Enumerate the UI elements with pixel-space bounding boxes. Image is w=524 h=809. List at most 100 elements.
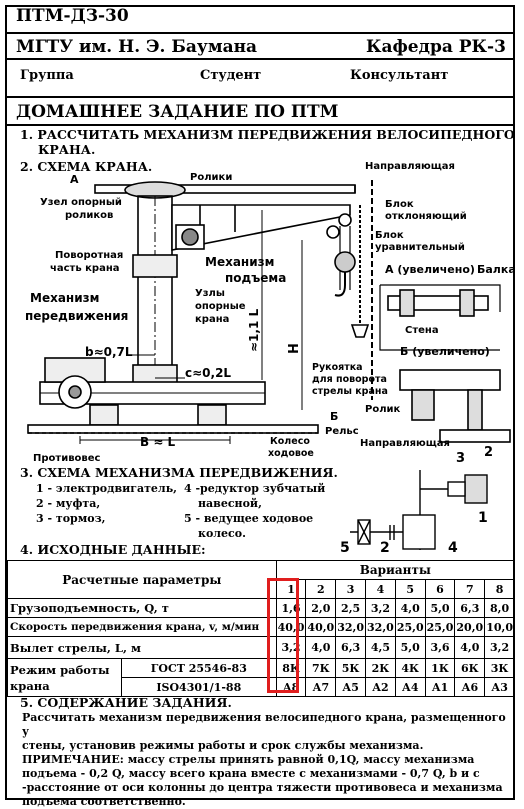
label-height-l: ≈1,1 L <box>247 309 261 352</box>
initial-data-title: 4. ИСХОДНЫЕ ДАННЫЕ: <box>20 542 206 557</box>
mech-num-2-bottom: 2 <box>380 540 390 556</box>
mechanism-item-4a: 4 -редуктор зубчатый <box>184 482 326 495</box>
crane-jib <box>171 204 351 251</box>
row-label: Грузоподъемность, Q, т <box>7 598 277 618</box>
label-support-nodes-1: Узлы <box>195 288 225 299</box>
student-label: Студент <box>200 68 262 83</box>
content-p2: стены, установив режимы работы и срок сл… <box>22 739 424 752</box>
label-support-nodes-2: опорные <box>195 301 246 312</box>
variant-num: 5 <box>394 579 426 599</box>
consultant-label: Консультант <box>350 68 449 83</box>
variant-num: 4 <box>365 579 396 599</box>
variant-1-highlight <box>267 578 299 693</box>
cell: 10,0 <box>484 617 515 637</box>
table-row: Грузоподъемность, Q, т 1,6 2,0 2,5 3,2 4… <box>7 598 515 618</box>
mech-num-5: 5 <box>340 540 350 556</box>
label-handle-3: стрелы крана <box>312 386 388 397</box>
label-block-equal-2: уравнительный <box>375 242 465 253</box>
label-roller: Ролик <box>365 404 401 415</box>
label-b-mark: Б <box>330 410 338 423</box>
content-p1: Рассчитать механизм передвижения велосип… <box>22 711 506 738</box>
label-handle-2: для поворота <box>312 374 387 385</box>
page-title: ДОМАШНЕЕ ЗАДАНИЕ ПО ПТМ <box>16 102 339 122</box>
param-header: Расчетные параметры <box>62 572 222 587</box>
content-note-4: подъема соответственно. <box>22 795 186 808</box>
cell: 4,0 <box>305 636 337 659</box>
label-c-02: c≈0,2L <box>185 366 231 380</box>
cell: 3,2 <box>484 636 515 659</box>
mechanism-item-1: 1 - электродвигатель, <box>36 482 177 495</box>
mech-num-1: 1 <box>478 510 488 526</box>
cell: А5 <box>335 677 367 697</box>
variant-num: 6 <box>424 579 456 599</box>
label-wheel-2: ходовое <box>268 448 314 459</box>
label-guide-bottom: Направляющая <box>360 438 450 449</box>
mech-num-3: 3 <box>456 451 465 466</box>
cell: 32,0 <box>365 617 396 637</box>
mechanism-item-5a: 5 - ведущее ходовое <box>184 512 314 525</box>
content-title: 5. СОДЕРЖАНИЕ ЗАДАНИЯ. <box>20 695 232 710</box>
variant-num: 3 <box>335 579 367 599</box>
cell: 3,2 <box>365 598 396 618</box>
variant-num: 8 <box>484 579 515 599</box>
task-line-1: 1. РАССЧИТАТЬ МЕХАНИЗМ ПЕРЕДВИЖЕНИЯ ВЕЛО… <box>20 127 515 142</box>
label-beam: Балка <box>477 263 516 276</box>
cell: 6,3 <box>335 636 367 659</box>
label-a-mark: А <box>70 173 79 186</box>
table-row: Режим работы крана ГОСТ 25546-83 8К 7К 5… <box>7 658 515 697</box>
label-wheel-1: Колесо <box>270 436 310 447</box>
label-height-h: Н <box>287 343 302 354</box>
floor-rail <box>27 424 319 434</box>
cell: А7 <box>305 677 337 697</box>
label-handle-1: Рукоятка <box>312 362 363 373</box>
label-rotary-1: Поворотная <box>55 250 123 261</box>
travel-mechanism-scheme <box>350 470 488 550</box>
row-label: Скорость передвижения крана, v, м/мин <box>7 617 277 637</box>
cell: 7К <box>305 658 337 678</box>
cell: 6,3 <box>454 598 486 618</box>
content-note-3: -расстояние от оси колонны до центра тяж… <box>22 781 503 794</box>
wheel-left <box>89 404 119 426</box>
mechanism-item-5b: колесо. <box>198 527 246 540</box>
content-note-2: подъема - 0,2 Q, массу всего крана вмест… <box>22 767 480 780</box>
parameters-table: Расчетные параметры Варианты 1 2 3 4 5 6… <box>7 560 516 697</box>
label-support-node: Узел опорный <box>40 197 122 208</box>
label-a-enlarged: А (увеличено) <box>385 263 475 276</box>
label-guide-top: Направляющая <box>365 161 455 172</box>
cell: А4 <box>394 677 426 697</box>
cell: 2К <box>365 658 396 678</box>
cell: 40,0 <box>305 617 337 637</box>
iso-label: ISO4301/1-88 <box>121 677 277 697</box>
content-note-1: ПРИМЕЧАНИЕ: массу стрелы принять равной … <box>22 753 512 767</box>
cell: 1К <box>424 658 456 678</box>
mech-num-2-top: 2 <box>484 445 493 460</box>
cell: 3,6 <box>424 636 456 659</box>
content-body: Рассчитать механизм передвижения велосип… <box>22 711 512 809</box>
mechanism-item-4b: навесной, <box>198 497 262 510</box>
title-divider <box>5 124 515 126</box>
cell: 5,0 <box>424 598 456 618</box>
department-name: Кафедра РК-3 <box>366 37 506 57</box>
table-row: Скорость передвижения крана, v, м/мин 40… <box>7 617 515 637</box>
page-frame <box>5 5 515 800</box>
header-divider-2 <box>5 58 515 60</box>
cell: А6 <box>454 677 486 697</box>
hook-block <box>334 251 356 273</box>
cell: 20,0 <box>454 617 486 637</box>
cell: А3 <box>484 677 515 697</box>
label-support-node-2: роликов <box>65 210 113 221</box>
cell: 25,0 <box>394 617 426 637</box>
label-block-equal-1: Блок <box>375 230 404 241</box>
variants-row: 1 2 3 4 5 6 7 8 <box>8 579 515 599</box>
header-divider <box>5 32 515 34</box>
cell: 6К <box>454 658 486 678</box>
label-rotary-2: часть крана <box>50 263 120 274</box>
mode-label-2: крана <box>10 678 50 693</box>
cell: 2,0 <box>305 598 337 618</box>
mechanism-item-3: 3 - тормоз, <box>36 512 106 525</box>
cell: 3К <box>484 658 515 678</box>
label-travel-mech-1: Механизм <box>30 291 99 305</box>
mechanism-item-2: 2 - муфта, <box>36 497 101 510</box>
label-lift-mech-2: подъема <box>225 271 286 285</box>
